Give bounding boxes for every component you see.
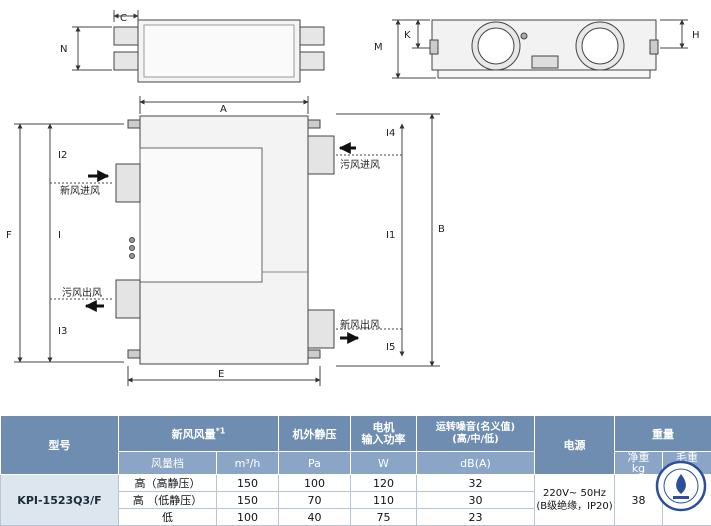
cell-power: 75 [351, 509, 417, 526]
dim-label-h: H [692, 30, 700, 41]
cell-pressure: 40 [279, 509, 351, 526]
cell-power: 120 [351, 475, 417, 492]
dim-label-i3: I3 [58, 326, 67, 337]
cell-airflow: 150 [217, 475, 279, 492]
header-external-static-pressure: 机外静压 [279, 416, 351, 452]
cell-model: KPI-1523Q3/F [1, 475, 119, 526]
cell-noise: 23 [417, 509, 535, 526]
cell-noise: 30 [417, 492, 535, 509]
header-power-supply: 电源 [535, 416, 615, 475]
cell-power-supply: 220V~ 50Hz (B级绝缘，IP20) [535, 475, 615, 526]
dim-label-c: C [120, 13, 127, 24]
header-model: 型号 [1, 416, 119, 475]
subheader-pressure-unit: Pa [279, 452, 351, 475]
header-weight: 重量 [615, 416, 711, 452]
subheader-power-unit: W [351, 452, 417, 475]
seal-logo-icon [655, 460, 707, 512]
label-fresh-out: 新风出风 [340, 318, 380, 331]
plan-view [14, 96, 440, 386]
subheader-gear: 风量档 [119, 452, 217, 475]
dim-label-a: A [220, 104, 227, 115]
label-exhaust-out: 污风出风 [62, 286, 102, 299]
cell-pressure: 70 [279, 492, 351, 509]
cell-airflow: 100 [217, 509, 279, 526]
header-noise: 运转噪音(名义值) (高/中/低) [417, 416, 535, 452]
dimension-drawing: C N M K H [0, 0, 711, 415]
cell-power: 110 [351, 492, 417, 509]
cell-gear: 高（高静压） [119, 475, 217, 492]
dim-label-k: K [404, 30, 411, 41]
dim-label-n: N [60, 44, 67, 55]
cell-gear: 高 （低静压） [119, 492, 217, 509]
dim-label-i: I [58, 230, 61, 241]
label-fresh-in: 新风进风 [60, 184, 100, 197]
subheader-airflow-unit: m³/h [217, 452, 279, 475]
label-exhaust-in: 污风进风 [340, 159, 380, 171]
cell-gear: 低 [119, 509, 217, 526]
dim-label-e: E [218, 369, 224, 380]
subheader-noise-unit: dB(A) [417, 452, 535, 475]
dim-label-i2: I2 [58, 150, 67, 161]
dim-label-i1: I1 [386, 230, 395, 241]
spec-table: 型号 新风风量*1 机外静压 电机 输入功率 运转噪音(名义值) (高/中/低)… [0, 415, 711, 526]
dim-label-i4: I4 [386, 128, 395, 139]
cell-noise: 32 [417, 475, 535, 492]
dim-label-i5: I5 [386, 342, 395, 353]
header-fresh-air-volume: 新风风量*1 [119, 416, 279, 452]
dim-label-f: F [6, 230, 12, 241]
top-view [72, 10, 324, 82]
cell-pressure: 100 [279, 475, 351, 492]
header-motor-power: 电机 输入功率 [351, 416, 417, 452]
dim-label-b: B [438, 224, 445, 235]
cell-airflow: 150 [217, 492, 279, 509]
side-view [392, 20, 688, 78]
dim-label-m: M [374, 42, 383, 53]
